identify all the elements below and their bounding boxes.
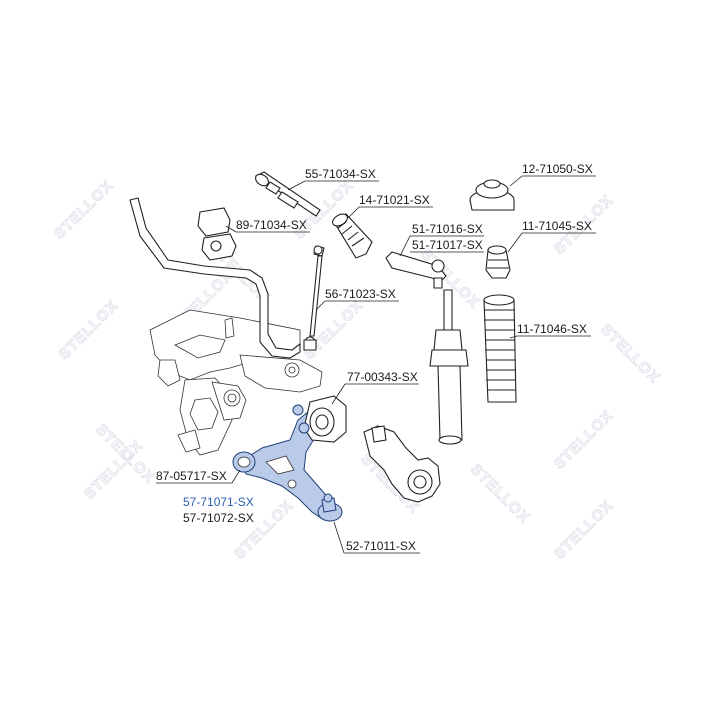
label-89-71034-sx[interactable]: 89-71034-SX: [236, 218, 307, 232]
tie-rod: [254, 171, 321, 217]
bump-stop: [485, 245, 511, 279]
label-87-05717-sx[interactable]: 87-05717-SX: [156, 469, 227, 483]
shock-absorber: [429, 289, 469, 445]
stabilizer-link: [303, 245, 325, 351]
watermark-text: STELLOX: [51, 177, 117, 243]
subframe-ghost: [149, 309, 323, 456]
rear-bushing: [292, 395, 347, 443]
steering-boot: [332, 213, 373, 259]
stabilizer-bushing: [197, 207, 237, 261]
leader-lines: [156, 175, 596, 554]
steering-knuckle: [363, 425, 441, 503]
watermark-text: STELLOX: [551, 407, 617, 473]
label-57-71072-sx[interactable]: 57-71072-SX: [183, 511, 254, 525]
label-52-71011-sx[interactable]: 52-71011-SX: [346, 539, 416, 553]
part-labels: 55-71034-SX 14-71021-SX 89-71034-SX 51-7…: [156, 162, 593, 553]
label-55-71034-sx[interactable]: 55-71034-SX: [305, 167, 376, 181]
front-bushing: [232, 451, 256, 473]
label-11-71045-sx[interactable]: 11-71045-SX: [522, 219, 592, 233]
strut-mount: [469, 179, 515, 211]
watermark-text: STELLOX: [467, 461, 533, 527]
watermark-text: STELLOX: [597, 321, 663, 387]
stabilizer-bar: [129, 197, 301, 359]
ball-joint: [317, 493, 343, 522]
dust-boot: [483, 294, 517, 403]
lower-control-arm: [239, 411, 335, 521]
tie-rod-end: [385, 251, 447, 289]
label-77-00343-sx[interactable]: 77-00343-SX: [347, 370, 418, 384]
label-51-71016-sx[interactable]: 51-71016-SX: [412, 222, 483, 236]
label-12-71050-sx[interactable]: 12-71050-SX: [522, 162, 593, 176]
label-51-71017-sx[interactable]: 51-71017-SX: [412, 238, 483, 252]
watermark-text: STELLOX: [56, 297, 122, 363]
label-56-71023-sx[interactable]: 56-71023-SX: [325, 287, 396, 301]
label-11-71046-sx[interactable]: 11-71046-SX: [517, 322, 587, 336]
watermark-text: STELLOX: [551, 497, 617, 563]
label-57-71071-sx[interactable]: 57-71071-SX: [183, 495, 254, 509]
label-14-71021-sx[interactable]: 14-71021-SX: [359, 193, 430, 207]
